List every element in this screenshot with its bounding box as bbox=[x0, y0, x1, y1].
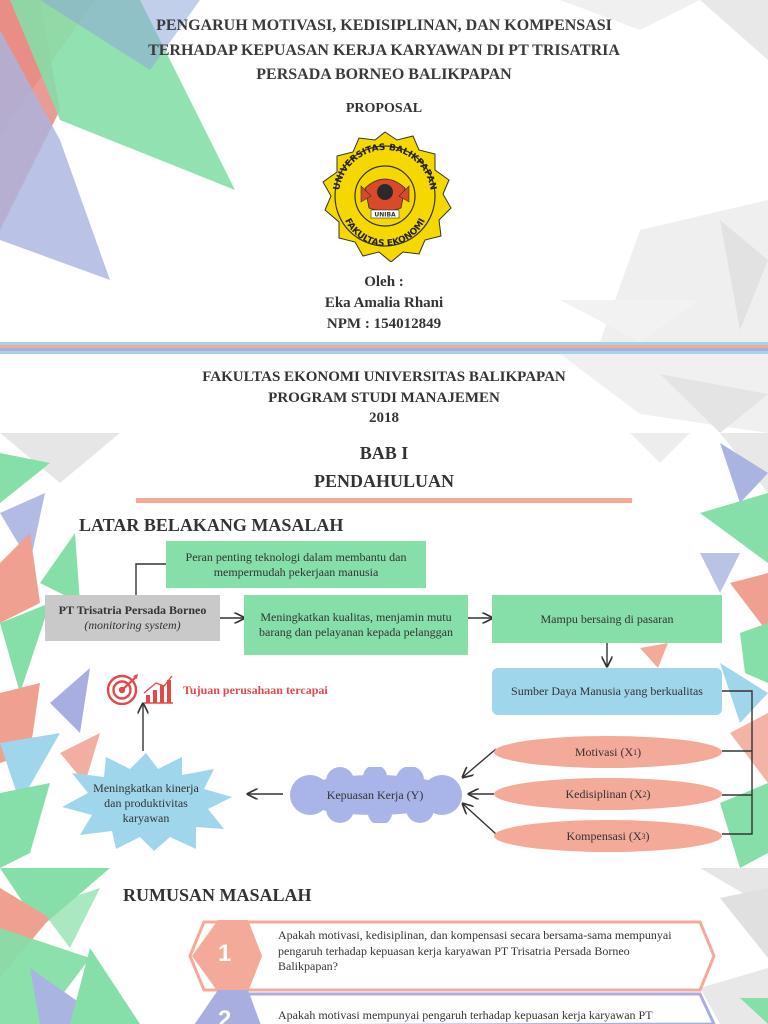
author-name: Eka Amalia Rhani bbox=[84, 295, 684, 312]
performance-label: Meningkatkan kinerja dan produktivitas k… bbox=[88, 783, 204, 823]
university-logo: UNIVERSITAS BALIKPAPAN FAKULTAS EKONOMI … bbox=[317, 130, 453, 262]
chapter-title: PENDAHULUAN bbox=[84, 471, 684, 492]
problem-number-2: 2 bbox=[218, 1006, 231, 1024]
svg-text:UNIBA: UNIBA bbox=[374, 212, 396, 219]
institution-name: FAKULTAS EKONOMI UNIVERSITAS BALIKPAPAN … bbox=[84, 367, 684, 429]
section-heading: LATAR BELAKANG MASALAH bbox=[79, 515, 343, 536]
proposal-label: PROPOSAL bbox=[84, 101, 684, 117]
document-title: PENGARUH MOTIVASI, KEDISIPLINAN, DAN KOM… bbox=[84, 14, 684, 88]
goal-label: Tujuan perusahaan tercapai bbox=[183, 683, 328, 698]
problem-heading: RUMUSAN MASALAH bbox=[123, 885, 312, 906]
by-label: Oleh : bbox=[84, 274, 684, 291]
title-slide: PENGARUH MOTIVASI, KEDISIPLINAN, DAN KOM… bbox=[0, 0, 768, 342]
institution-block: FAKULTAS EKONOMI UNIVERSITAS BALIKPAPAN … bbox=[0, 354, 768, 433]
problem-text-2: Apakah motivasi mempunyai pengaruh terha… bbox=[278, 1008, 698, 1024]
problem-number-1: 1 bbox=[218, 940, 231, 968]
problem-text-1: Apakah motivasi, kedisiplinan, dan kompe… bbox=[278, 928, 688, 975]
company-box: PT Trisatria Persada Borneo (monitoring … bbox=[45, 595, 220, 641]
target-chart-icon bbox=[106, 673, 174, 705]
chapter-slide: BAB I PENDAHULUAN LATAR BELAKANG MASALAH… bbox=[0, 433, 768, 868]
section-divider bbox=[0, 342, 768, 354]
human-resources-box: Sumber Daya Manusia yang berkualitas bbox=[492, 668, 722, 715]
student-id: NPM : 154012849 bbox=[84, 316, 684, 333]
compete-box: Mampu bersaing di pasaran bbox=[492, 595, 722, 643]
problem-slide: RUMUSAN MASALAH 1 Apakah motivasi, kedis… bbox=[0, 868, 768, 1024]
title-underline bbox=[136, 498, 632, 503]
chapter-number: BAB I bbox=[84, 443, 684, 464]
technology-role-box: Peran penting teknologi dalam membantu d… bbox=[166, 541, 426, 588]
improve-quality-box: Meningkatkan kualitas, menjamin mutu bar… bbox=[244, 595, 468, 655]
job-satisfaction-label: Kepuasan Kerja (Y) bbox=[300, 783, 450, 807]
